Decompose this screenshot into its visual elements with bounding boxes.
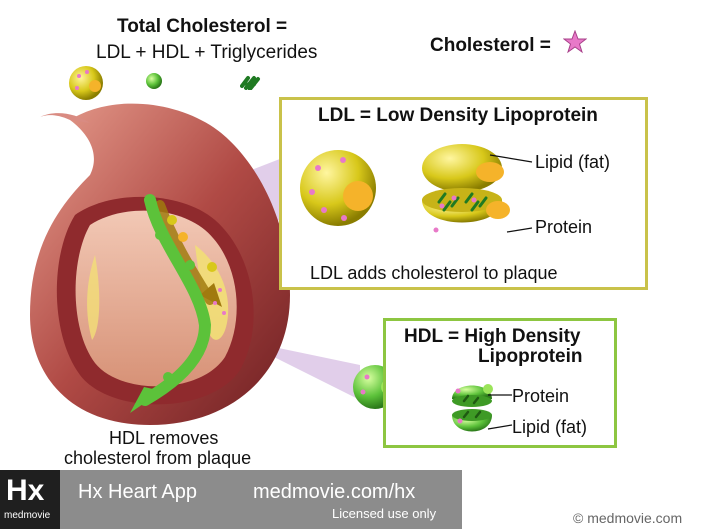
hdl-panel-title-line2: Lipoprotein: [478, 346, 582, 368]
ldl-panel-title: LDL = Low Density Lipoprotein: [318, 105, 598, 127]
footer: Hx medmovie Hx Heart App medmovie.com/hx…: [0, 470, 705, 529]
hx-logo: Hx medmovie: [0, 470, 60, 529]
artery-illustration: [0, 95, 310, 435]
hdl-removes-caption-line2: cholesterol from plaque: [64, 448, 251, 469]
footer-banner: Hx Heart App medmovie.com/hx Licensed us…: [60, 470, 462, 529]
ldl-leader-lines: [482, 150, 542, 240]
copyright-notice: © medmovie.com: [573, 510, 682, 526]
website-link[interactable]: medmovie.com/hx: [253, 481, 415, 504]
hdl-panel: HDL = High Density Lipoprotein Protein L…: [383, 318, 617, 448]
license-notice: Licensed use only: [332, 506, 436, 521]
ldl-protein-label: Protein: [535, 217, 592, 238]
app-name: Hx Heart App: [78, 481, 197, 504]
hdl-removes-caption-line1: HDL removes: [109, 428, 218, 449]
ldl-panel: LDL = Low Density Lipoprotein Lipid (fat…: [279, 97, 648, 290]
ldl-lipid-label: Lipid (fat): [535, 152, 610, 173]
ldl-particle-illustration: [298, 148, 378, 228]
hdl-panel-title-line1: HDL = High Density: [404, 326, 580, 348]
hx-logo-text: Hx: [6, 474, 44, 508]
hdl-protein-label: Protein: [512, 386, 569, 407]
hdl-lipid-label: Lipid (fat): [512, 417, 587, 438]
ldl-caption: LDL adds cholesterol to plaque: [310, 263, 558, 284]
hx-logo-subtext: medmovie: [4, 510, 50, 521]
